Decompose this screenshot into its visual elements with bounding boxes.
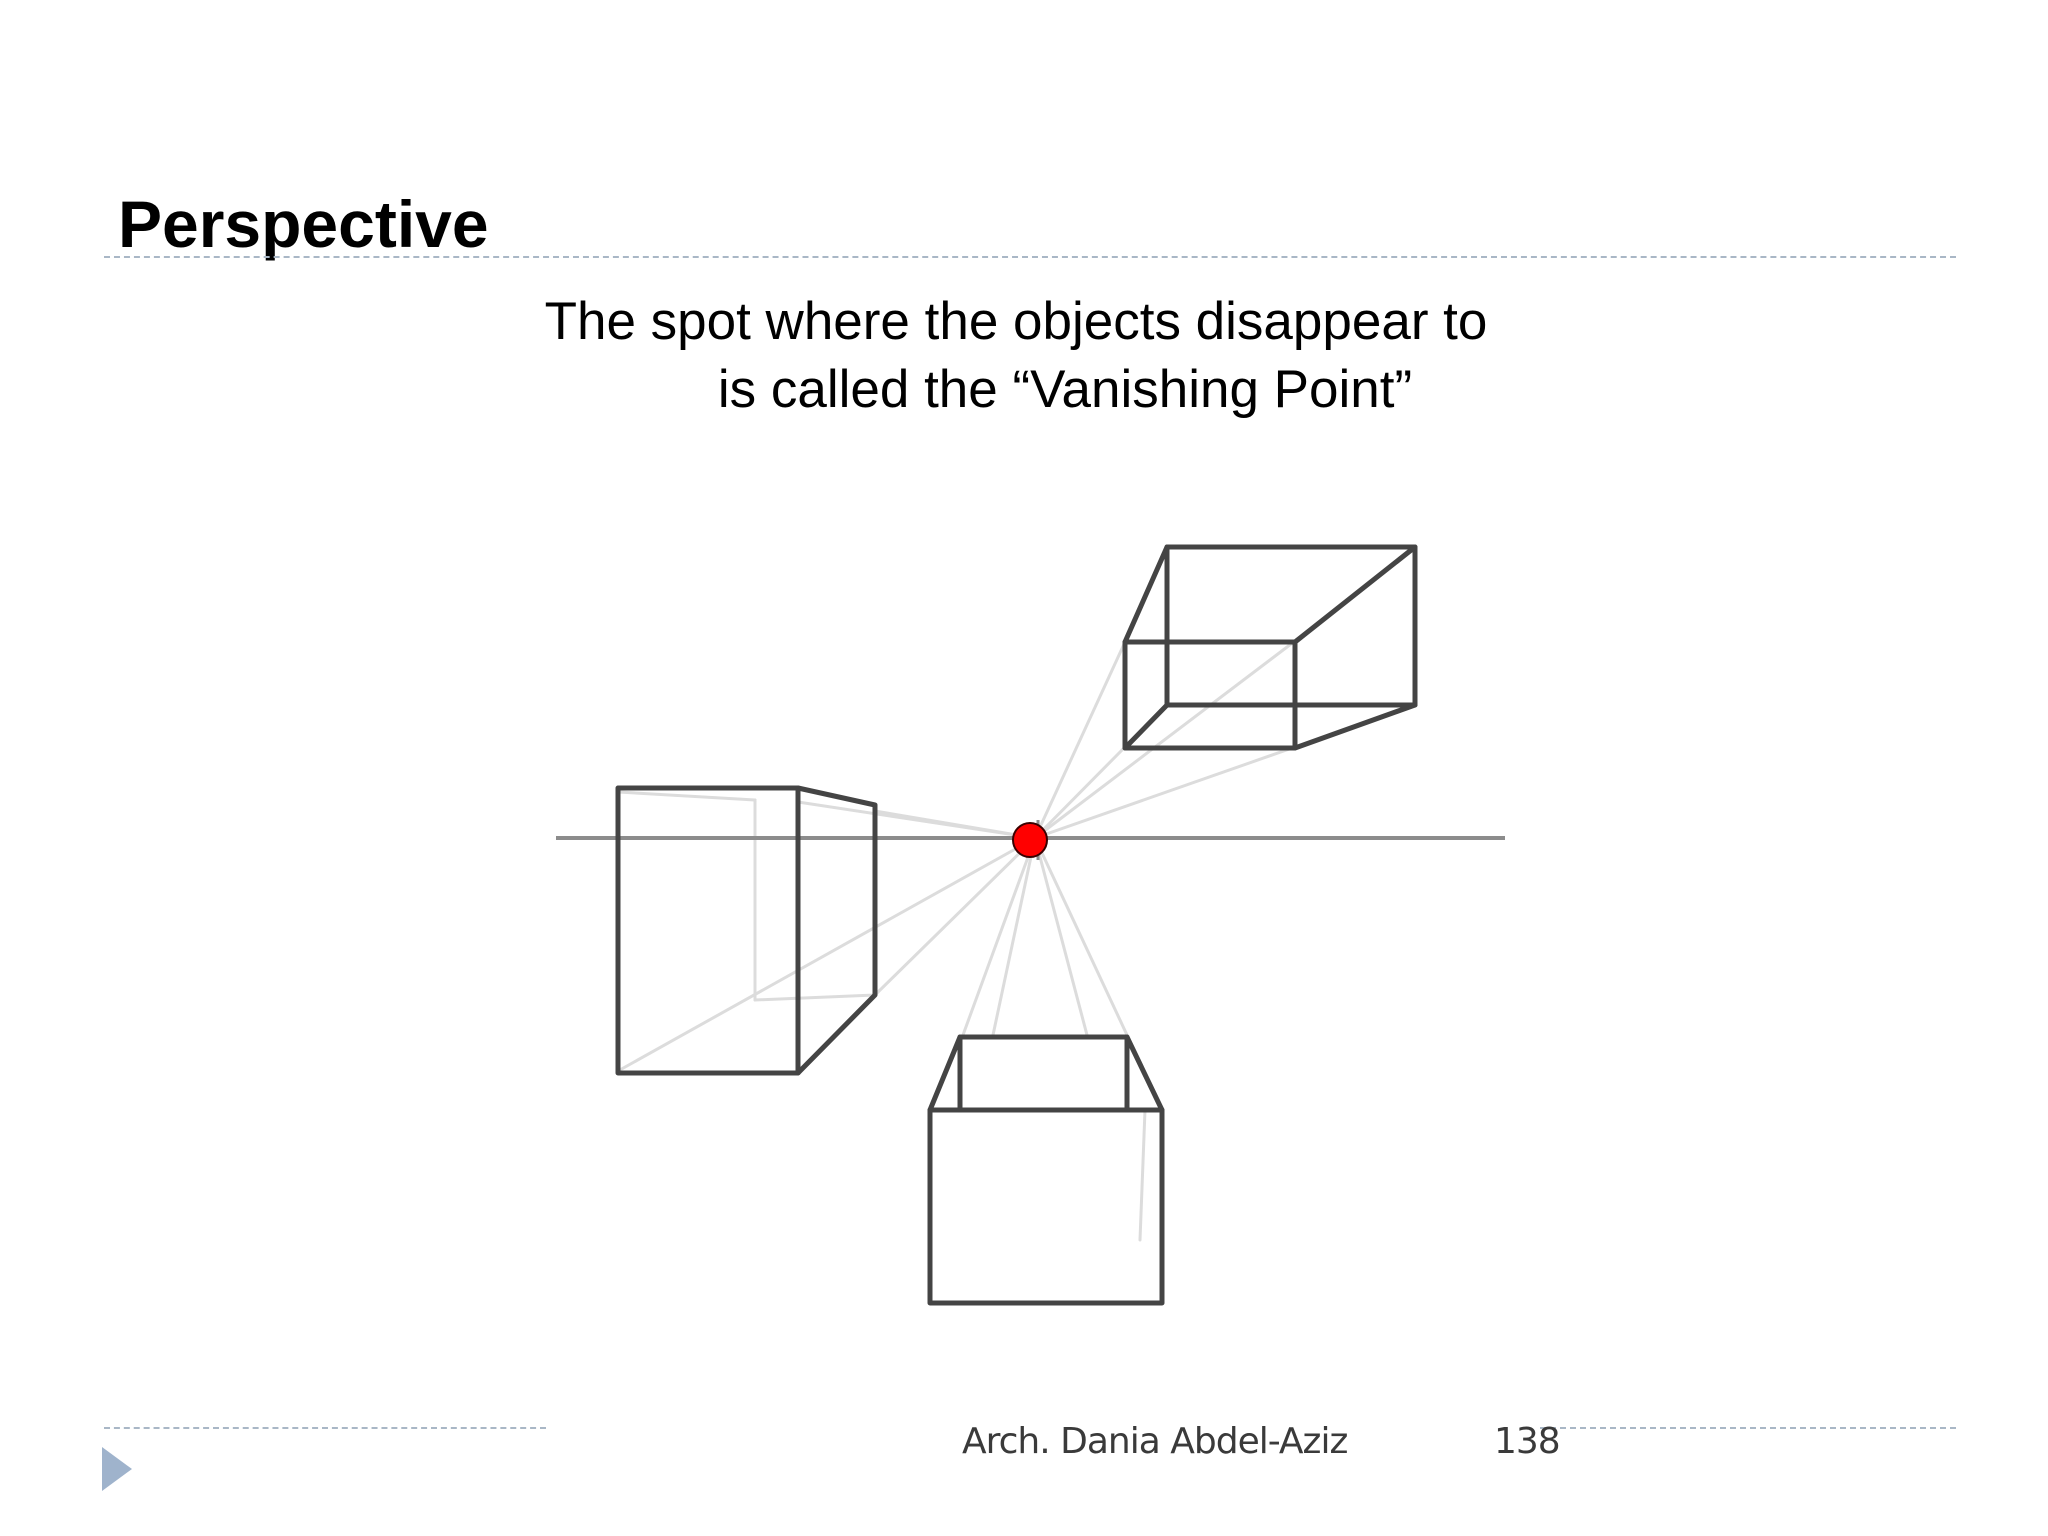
box-left [615,785,878,1076]
title-divider [104,256,1956,258]
slide-subtitle: The spot where the objects disappear to … [0,288,2048,424]
footer-author: Arch. Dania Abdel-Aziz [962,1421,1348,1462]
box-bottom [927,1034,1165,1306]
box-top-right [1122,544,1418,751]
subtitle-line-2: is called the “Vanishing Point” [717,360,1413,419]
page-number: 138 [1494,1421,1561,1462]
subtitle-line-1: The spot where the objects disappear to [544,292,1488,351]
construction-lines [616,639,1297,1242]
footer-divider-right [1540,1427,1956,1429]
slide-title: Perspective [118,187,489,261]
footer-divider-left [104,1427,546,1429]
triangle-bullet-icon [102,1447,132,1491]
vanishing-point-marker [1012,822,1048,858]
